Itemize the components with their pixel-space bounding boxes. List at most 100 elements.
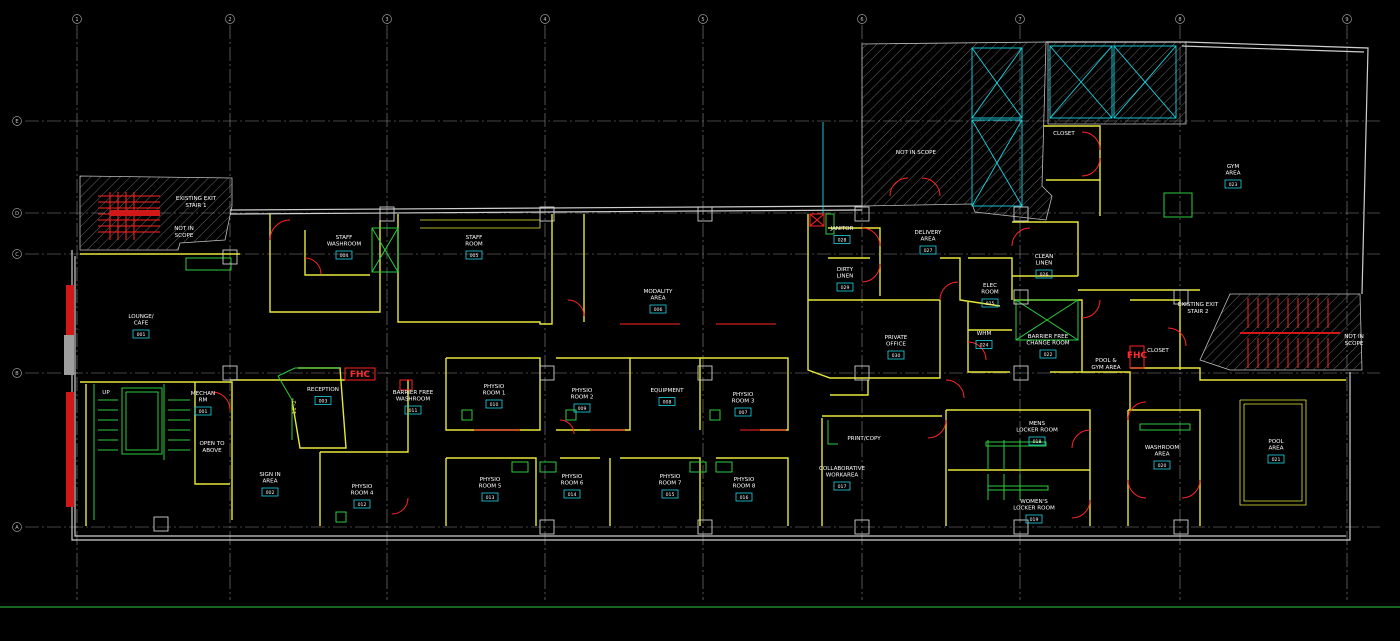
room-name: WHM [977, 331, 992, 337]
room-number: 014 [568, 492, 577, 498]
room-number: 020 [1158, 463, 1167, 469]
room-number-tag [314, 396, 332, 405]
grid-bubble-3: 3 [382, 14, 392, 24]
room-number-tag [1025, 514, 1043, 524]
room-number: 004 [340, 253, 349, 259]
label-dimension: 11'-2" [292, 397, 298, 414]
svg-text:D: D [15, 211, 19, 217]
svg-text:7: 7 [1018, 17, 1021, 23]
room-number-tag [975, 340, 993, 349]
room-number-tag [833, 481, 851, 491]
room-number: 029 [841, 285, 850, 291]
room-label-lounge: LOUNGE/CAFE 001 [128, 314, 154, 339]
room-number-tag [658, 397, 676, 406]
grid-bubble-D: D [12, 208, 22, 218]
room-number-tag [465, 250, 483, 260]
room-number: 022 [1044, 352, 1053, 358]
grid-bubble-7: 7 [1015, 14, 1025, 24]
room-number: 026 [1040, 272, 1049, 278]
room-number: 001 [137, 332, 146, 338]
room-number: 010 [490, 402, 499, 408]
room-number: 003 [319, 398, 328, 404]
room-number-tag [335, 250, 353, 260]
room-number: 001 [199, 409, 208, 415]
room-name: LOUNGE/CAFE [128, 314, 153, 327]
room-number: 012 [358, 502, 367, 508]
room-number-tag [563, 489, 581, 499]
room-number-tag [1039, 349, 1057, 359]
room-number: 025 [986, 301, 995, 307]
svg-text:E: E [15, 119, 18, 125]
room-number: 009 [578, 406, 587, 412]
room-number: 023 [1229, 182, 1238, 188]
room-name: RECEPTION [307, 387, 339, 393]
room-number-tag [919, 245, 937, 255]
room-number-tag [132, 329, 150, 339]
svg-text:9: 9 [1345, 17, 1348, 23]
svg-text:5: 5 [701, 17, 704, 23]
room-number-tag [734, 407, 752, 417]
room-number-tag [649, 304, 667, 314]
grid-bubble-1: 1 [72, 14, 82, 24]
label-closet-mid: CLOSET [1147, 348, 1169, 354]
label-pool-gym-area: POOL &GYM AREA [1091, 358, 1120, 371]
grid-bubble-B: B [12, 368, 22, 378]
room-number: 013 [486, 495, 495, 501]
room-number-tag [1224, 179, 1242, 189]
label-closet-top: CLOSET [1053, 131, 1075, 137]
room-number-tag [485, 399, 503, 409]
room-number: 027 [924, 248, 933, 254]
grid-bubble-A: A [12, 522, 22, 532]
room-number: 008 [663, 399, 672, 405]
svg-text:2: 2 [228, 17, 231, 23]
grid-bubble-4: 4 [540, 14, 550, 24]
room-number: 016 [740, 495, 749, 501]
room-number: 021 [1272, 457, 1281, 463]
svg-text:A: A [15, 525, 19, 531]
room-number: 030 [892, 353, 901, 359]
room-number: 002 [266, 490, 275, 496]
grid-bubble-9: 9 [1342, 14, 1352, 24]
room-number: 007 [739, 410, 748, 416]
svg-text:B: B [15, 371, 19, 377]
room-number-tag [833, 235, 851, 244]
room-number-tag [735, 492, 753, 502]
label-fhc-right: FHC [1127, 351, 1148, 361]
svg-text:3: 3 [385, 17, 388, 23]
svg-text:4: 4 [543, 17, 546, 23]
stair-treads [98, 192, 1340, 368]
room-number-tag [836, 282, 854, 292]
